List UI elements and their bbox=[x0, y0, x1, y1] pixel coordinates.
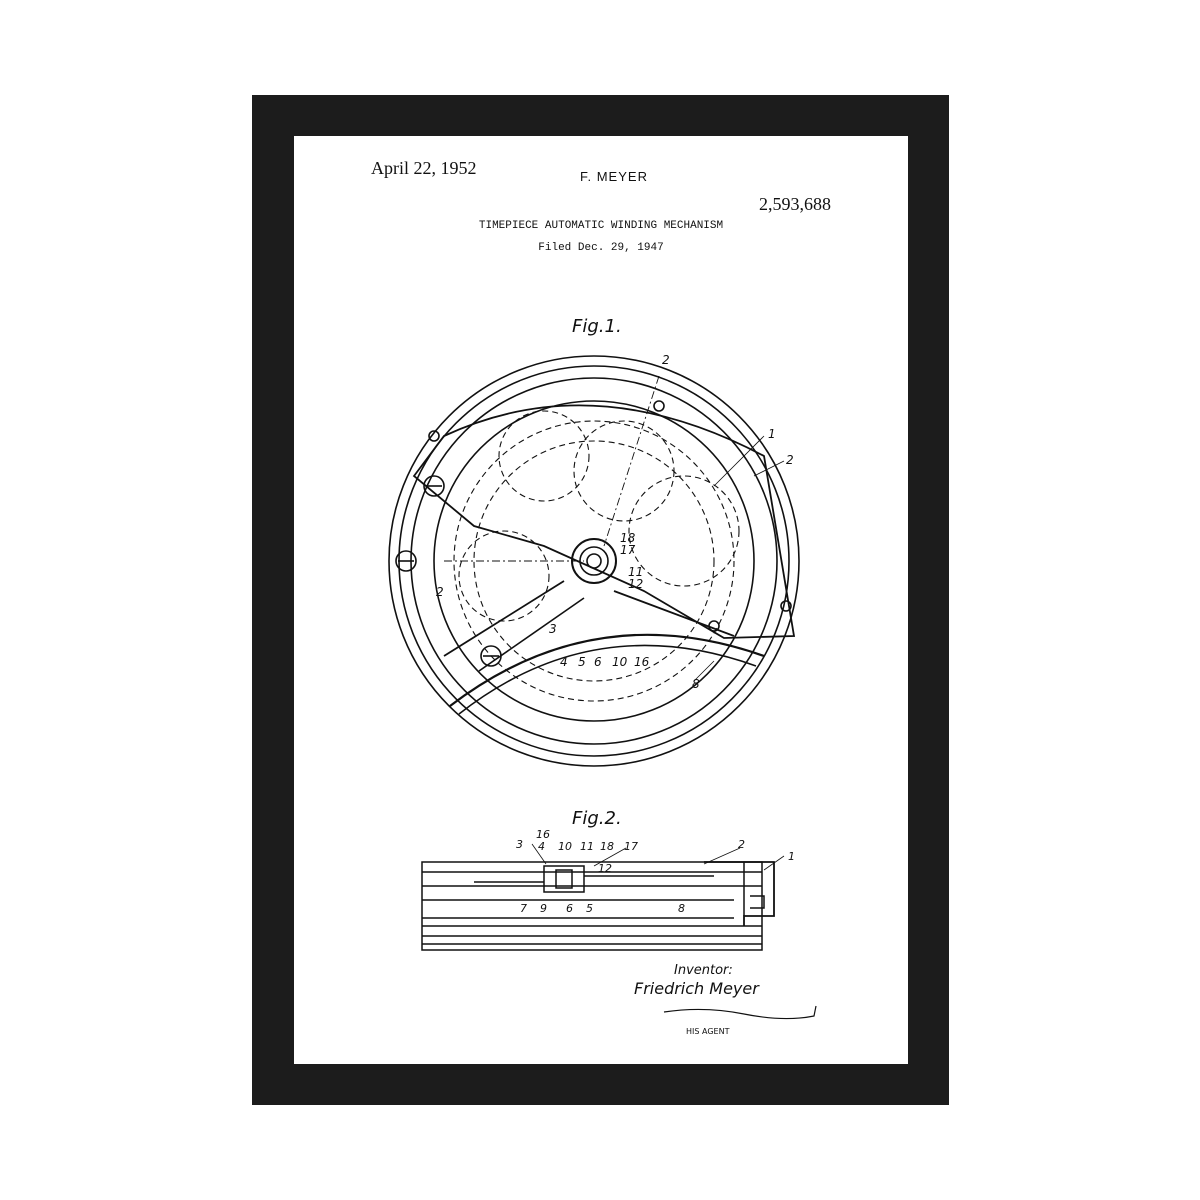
fig2-callout-4: 4 bbox=[538, 840, 545, 853]
fig1-callout-18: 18 bbox=[620, 531, 636, 545]
fig1-callout-17: 17 bbox=[620, 543, 636, 557]
agent-label: HIS AGENT bbox=[686, 1027, 730, 1036]
fig2-callout-7: 7 bbox=[520, 902, 527, 915]
inventor-name: F. MEYER bbox=[580, 169, 648, 184]
fig1-callout-1: 1 bbox=[768, 427, 776, 441]
fig1-drawing: 2 1 2 18 17 11 12 2 3 4 5 6 10 16 8 bbox=[388, 353, 800, 767]
fig1-callout-2-top: 2 bbox=[662, 353, 670, 367]
fig2-callout-17: 17 bbox=[624, 840, 638, 853]
fig1-callout-8: 8 bbox=[692, 677, 700, 691]
fig1-callout-5: 5 bbox=[578, 655, 586, 669]
fig1-callout-11: 11 bbox=[628, 565, 643, 579]
signature-block: Inventor: Friedrich Meyer HIS AGENT bbox=[634, 963, 817, 1036]
fig1-callout-2-right: 2 bbox=[786, 453, 794, 467]
fig2-callout-3: 3 bbox=[516, 838, 523, 851]
fig1-callout-16: 16 bbox=[634, 655, 650, 669]
fig1-label: Fig.1. bbox=[572, 316, 622, 337]
fig2-callout-11: 11 bbox=[580, 840, 594, 853]
patent-number: 2,593,688 bbox=[759, 194, 831, 214]
filing-date: Filed Dec. 29, 1947 bbox=[538, 242, 664, 254]
fig2-callout-6: 6 bbox=[566, 902, 573, 915]
patent-sheet: April 22, 1952 F. MEYER 2,593,688 TIMEPI… bbox=[294, 136, 908, 1064]
fig2-callout-9: 9 bbox=[540, 902, 547, 915]
fig2-callout-8: 8 bbox=[678, 902, 685, 915]
inventor-note: Inventor: bbox=[674, 963, 733, 978]
fig2-callout-18: 18 bbox=[600, 840, 614, 853]
fig1-callout-2-left: 2 bbox=[436, 585, 444, 599]
fig2-callout-5: 5 bbox=[586, 902, 593, 915]
fig1-callout-3: 3 bbox=[549, 622, 557, 636]
patent-date: April 22, 1952 bbox=[371, 158, 477, 178]
inventor-signature: Friedrich Meyer bbox=[634, 979, 760, 998]
fig2-label: Fig.2. bbox=[572, 808, 622, 829]
fig1-callout-4: 4 bbox=[560, 655, 568, 669]
fig2-callout-12: 12 bbox=[598, 862, 612, 875]
fig1-callout-12: 12 bbox=[628, 577, 643, 591]
fig1-callout-10: 10 bbox=[612, 655, 628, 669]
fig1-callout-6: 6 bbox=[594, 655, 602, 669]
fig2-callout-10: 10 bbox=[558, 840, 572, 853]
fig2-callout-2: 2 bbox=[738, 838, 745, 851]
fig2-drawing: 16 3 4 10 11 18 17 2 1 12 7 9 6 5 8 bbox=[421, 828, 795, 951]
fig2-callout-16: 16 bbox=[536, 828, 550, 841]
patent-title: TIMEPIECE AUTOMATIC WINDING MECHANISM bbox=[478, 220, 724, 232]
fig2-callout-1: 1 bbox=[788, 850, 795, 863]
